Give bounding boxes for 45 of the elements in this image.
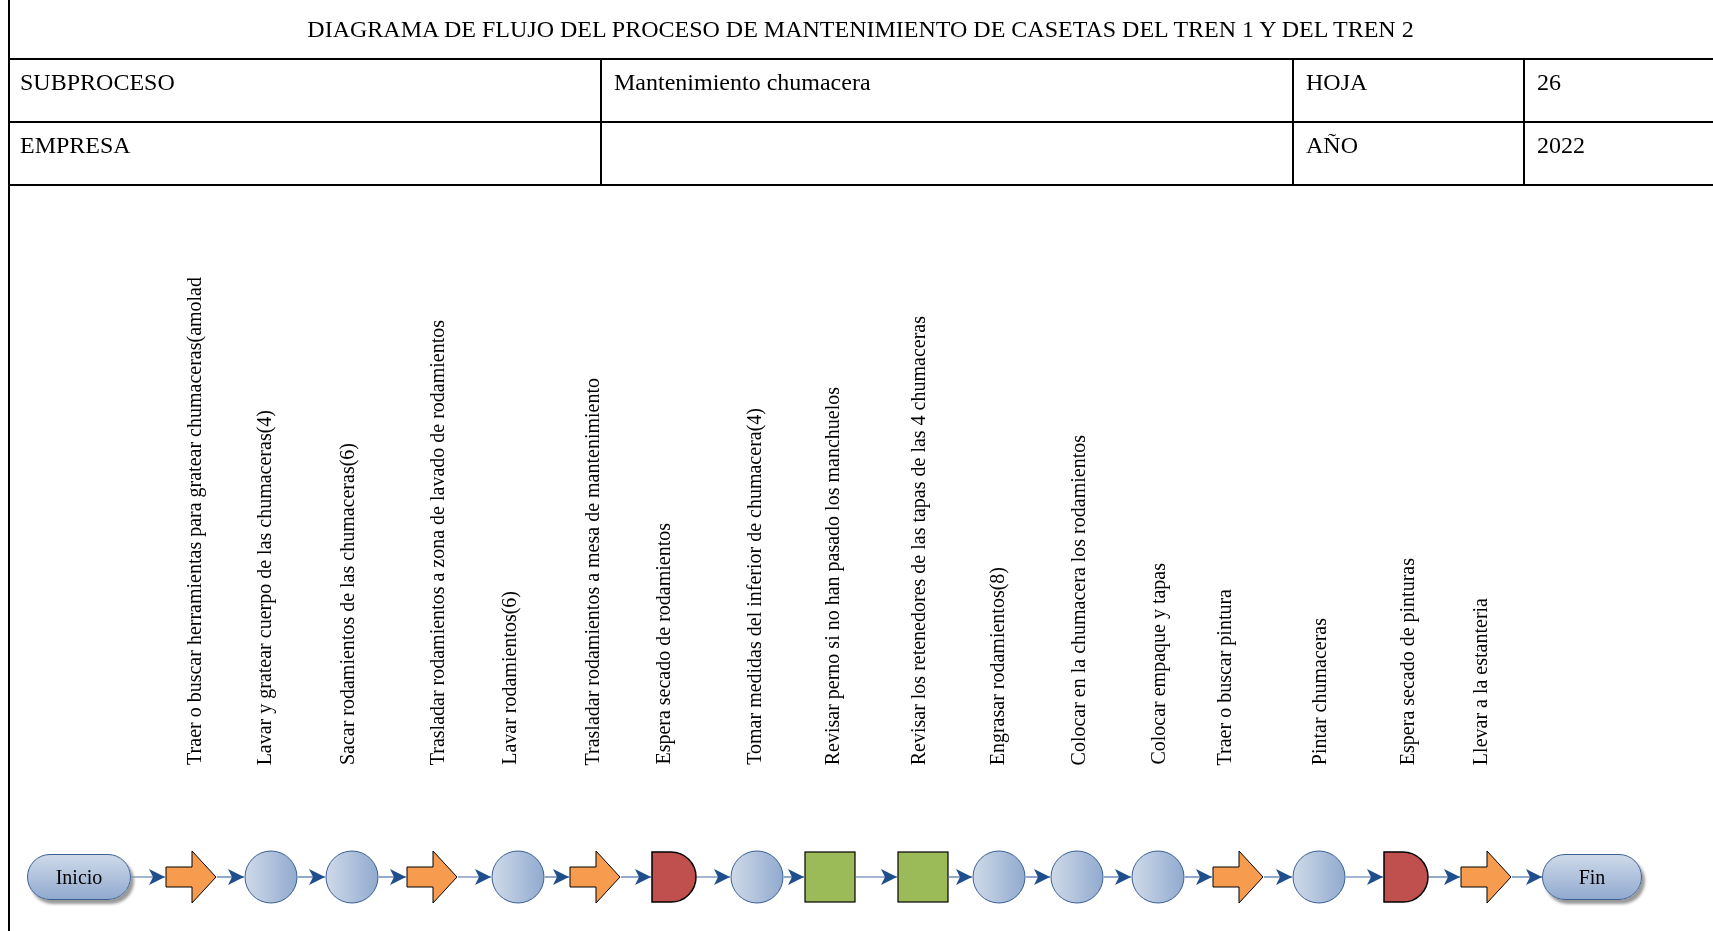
flow-arrow	[948, 869, 973, 885]
table-cell-text: Mantenimiento chumacera	[614, 69, 871, 95]
flow-arrow	[620, 869, 652, 885]
step-description: Lavar rodamientos(6)	[499, 591, 519, 765]
flow-arrow	[1428, 869, 1461, 885]
terminal-pill: Inicio	[27, 854, 131, 900]
step-description: Trasladar rodamientos a zona de lavado de rodamientos	[427, 319, 447, 765]
step-description: Sacar rodamientos de las chumaceras(6)	[337, 442, 357, 765]
step-description: Revisar perno si no han pasado los manchuelos	[822, 386, 842, 765]
step-description: Colocar empaque y tapas	[1148, 563, 1168, 765]
flow-arrow	[696, 869, 731, 885]
flow-arrow	[1263, 869, 1293, 885]
step-description: Colocar en la chumacera los rodamientos	[1068, 434, 1088, 765]
flow-arrow	[378, 869, 407, 885]
flow-arrow	[457, 869, 492, 885]
table-cell-text: EMPRESA	[20, 132, 131, 158]
table-cell-text: 26	[1537, 69, 1561, 95]
flow-arrow	[1184, 869, 1213, 885]
diagram-title: DIAGRAMA DE FLUJO DEL PROCESO DE MANTENIMIENTO DE CASETAS DEL TREN 1 Y DEL TREN 2	[307, 15, 1414, 44]
step-description: Lavar y gratear cuerpo de las chumaceras(4)	[254, 409, 274, 765]
flow-arrow	[783, 869, 805, 885]
step-description: Traer o buscar herramientas para gratear chumaceras(amolad	[184, 277, 204, 765]
flow-arrow	[130, 869, 166, 885]
step-description: Pintar chumaceras	[1309, 617, 1329, 765]
flow-arrow	[1511, 869, 1543, 885]
step-description: Revisar los retenedores de las tapas de las 4 chumaceras	[908, 315, 928, 765]
step-description: Tomar medidas del inferior de chumacera(4)	[744, 408, 764, 765]
flow-arrow	[1345, 869, 1384, 885]
flow-arrow	[855, 869, 898, 885]
terminal-pill: Fin	[1542, 854, 1642, 900]
table-cell-text: SUBPROCESO	[20, 69, 175, 95]
flow-arrow	[544, 869, 570, 885]
step-description: Espera secado de pinturas	[1397, 557, 1417, 765]
step-description: Espera secado de rodamientos	[653, 523, 673, 765]
flow-arrow	[297, 869, 326, 885]
step-description: Traer o buscar pintura	[1214, 588, 1234, 765]
table-cell-text: 2022	[1537, 132, 1585, 158]
flow-arrow	[1025, 869, 1051, 885]
step-description: Trasladar rodamientos a mesa de mantenimiento	[582, 377, 602, 765]
step-description: Engrasar rodamientos(8)	[987, 566, 1007, 765]
table-cell-text: HOJA	[1306, 69, 1368, 95]
flow-arrow	[216, 869, 245, 885]
step-description: Llevar a la estanteria	[1470, 597, 1490, 765]
table-cell-text: AÑO	[1306, 132, 1358, 158]
flow-arrow	[1103, 869, 1132, 885]
